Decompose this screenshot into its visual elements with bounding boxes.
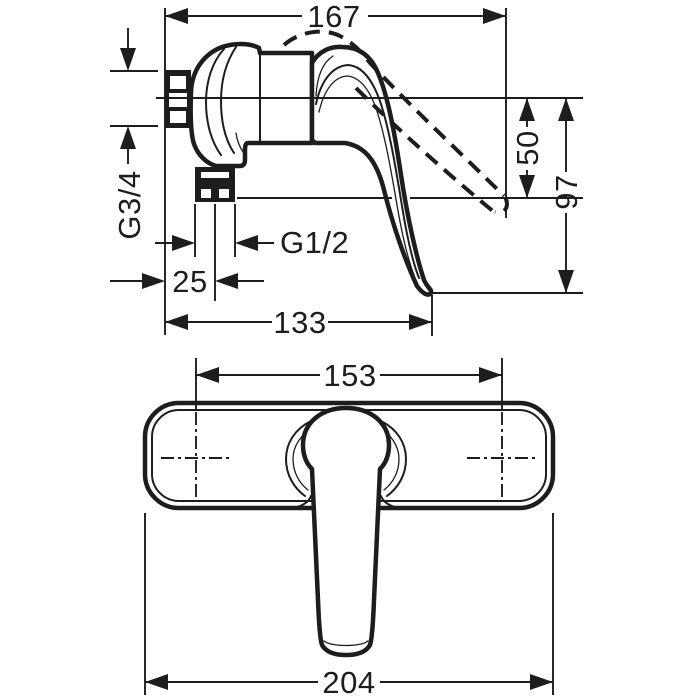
dim-label-204: 204: [322, 665, 375, 700]
nut-slot: [169, 93, 187, 107]
arrow-25-right: [215, 273, 238, 289]
arrow-204-right: [530, 674, 553, 690]
dim-label-97: 97: [549, 174, 584, 209]
handle-highlight: [315, 63, 420, 279]
side-view-arrowheads: [120, 8, 574, 330]
arrow-50-down: [519, 175, 535, 198]
escutcheon-arc-right: [380, 420, 408, 497]
arrow-97-up: [558, 98, 574, 121]
front-view: 153 204: [142, 358, 556, 700]
lever-handle-front-outline: [300, 405, 392, 658]
arrow-204-left: [145, 674, 168, 690]
arrow-g34-down: [120, 48, 136, 71]
front-view-arrowheads: [145, 367, 553, 690]
arrow-g34-up: [120, 126, 136, 149]
nut-slot: [170, 76, 186, 89]
arrow-25-left: [142, 273, 165, 289]
dome-inner-arc: [315, 55, 334, 97]
handle-highlight-inner: [318, 75, 415, 276]
outlet-slot: [201, 172, 229, 178]
arrow-153-right: [479, 367, 502, 383]
escutcheon-arc-left: [284, 420, 312, 497]
escutcheon-base-hook-left: [296, 495, 312, 508]
dim-label-25: 25: [172, 264, 207, 299]
handle-tip-inner-line: [323, 640, 369, 647]
nut-slot: [170, 111, 186, 123]
arrow-153-left: [196, 367, 219, 383]
outlet-window: [219, 189, 229, 198]
body-arc: [219, 46, 237, 154]
arrow-167-left: [165, 8, 188, 24]
arrow-50-up: [519, 98, 535, 121]
dim-label-g12: G1/2: [280, 225, 349, 260]
escutcheon-base-hook-right: [380, 495, 396, 508]
body-arc: [204, 48, 225, 156]
dashed-handle-top-edge: [282, 29, 506, 198]
arrow-133-right: [409, 314, 432, 330]
dim-label-133: 133: [273, 305, 326, 340]
dashed-handle-bottom-edge: [354, 86, 496, 214]
side-view: 167 G3/4 50 97 G1/2 25 133: [110, 0, 584, 340]
inlet-nut-g34: [165, 70, 191, 128]
arrow-g12-left: [172, 235, 195, 251]
arrow-133-left: [165, 314, 188, 330]
arrow-97-down: [558, 270, 574, 293]
mixer-body-outline: [188, 41, 315, 169]
front-view-centerlines: [161, 412, 537, 497]
faucet-front-body: [142, 400, 556, 658]
dim-label-167: 167: [307, 0, 360, 34]
dim-label-g34: G3/4: [112, 170, 147, 239]
faucet-side-body: [188, 41, 434, 297]
outlet-window: [201, 189, 211, 198]
arrow-167-right: [483, 8, 506, 24]
dim-label-50: 50: [510, 130, 545, 165]
body-arc-small: [235, 132, 244, 153]
outlet-nipple-g12: [195, 167, 235, 202]
dim-label-153: 153: [323, 358, 376, 393]
arrow-g12-right: [235, 235, 258, 251]
body-detail-lines: [204, 46, 420, 279]
